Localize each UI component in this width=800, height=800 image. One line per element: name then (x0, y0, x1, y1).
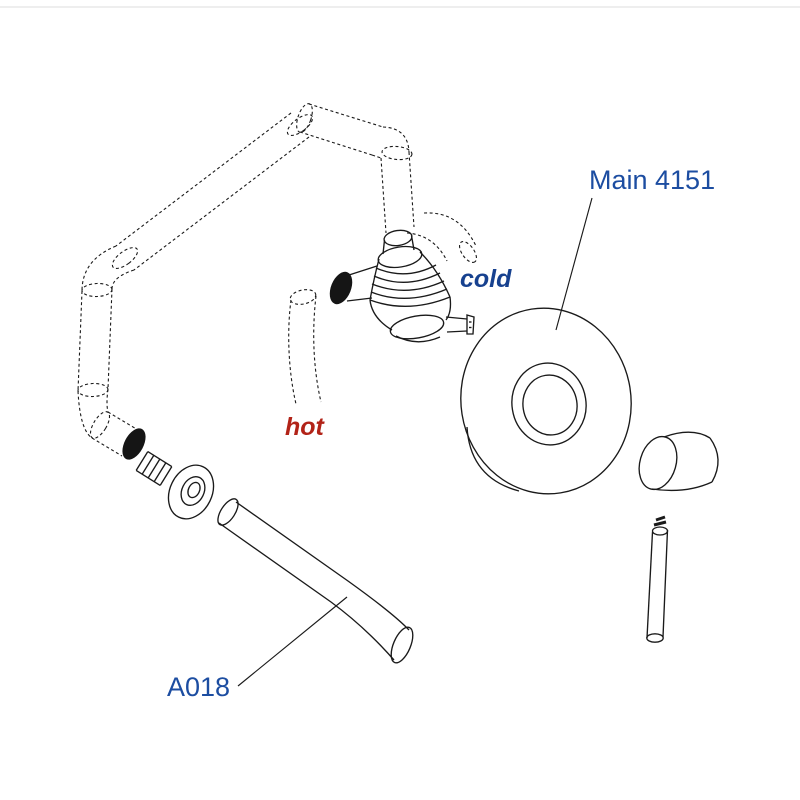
hot-supply-dashed (288, 289, 322, 405)
trim-plate (460, 307, 632, 495)
label-main-model: Main 4151 (589, 165, 715, 195)
annotations: Main 4151 cold hot A018 (167, 165, 715, 702)
spout-flange (167, 464, 215, 520)
valve-cartridge (329, 229, 475, 343)
leader-line-spout (237, 596, 348, 687)
spout (217, 498, 414, 664)
label-spout-model: A018 (167, 672, 230, 702)
knob-handle (638, 431, 719, 492)
concealed-supply-pipe (77, 103, 415, 457)
threaded-connector (135, 451, 173, 486)
leader-line-main (555, 197, 593, 331)
inlet-seal (329, 271, 353, 305)
label-cold: cold (460, 265, 512, 293)
lever-handle (646, 515, 669, 643)
cold-supply-dashed (406, 212, 478, 263)
label-hot: hot (285, 413, 326, 441)
pipe-seal (122, 428, 146, 460)
